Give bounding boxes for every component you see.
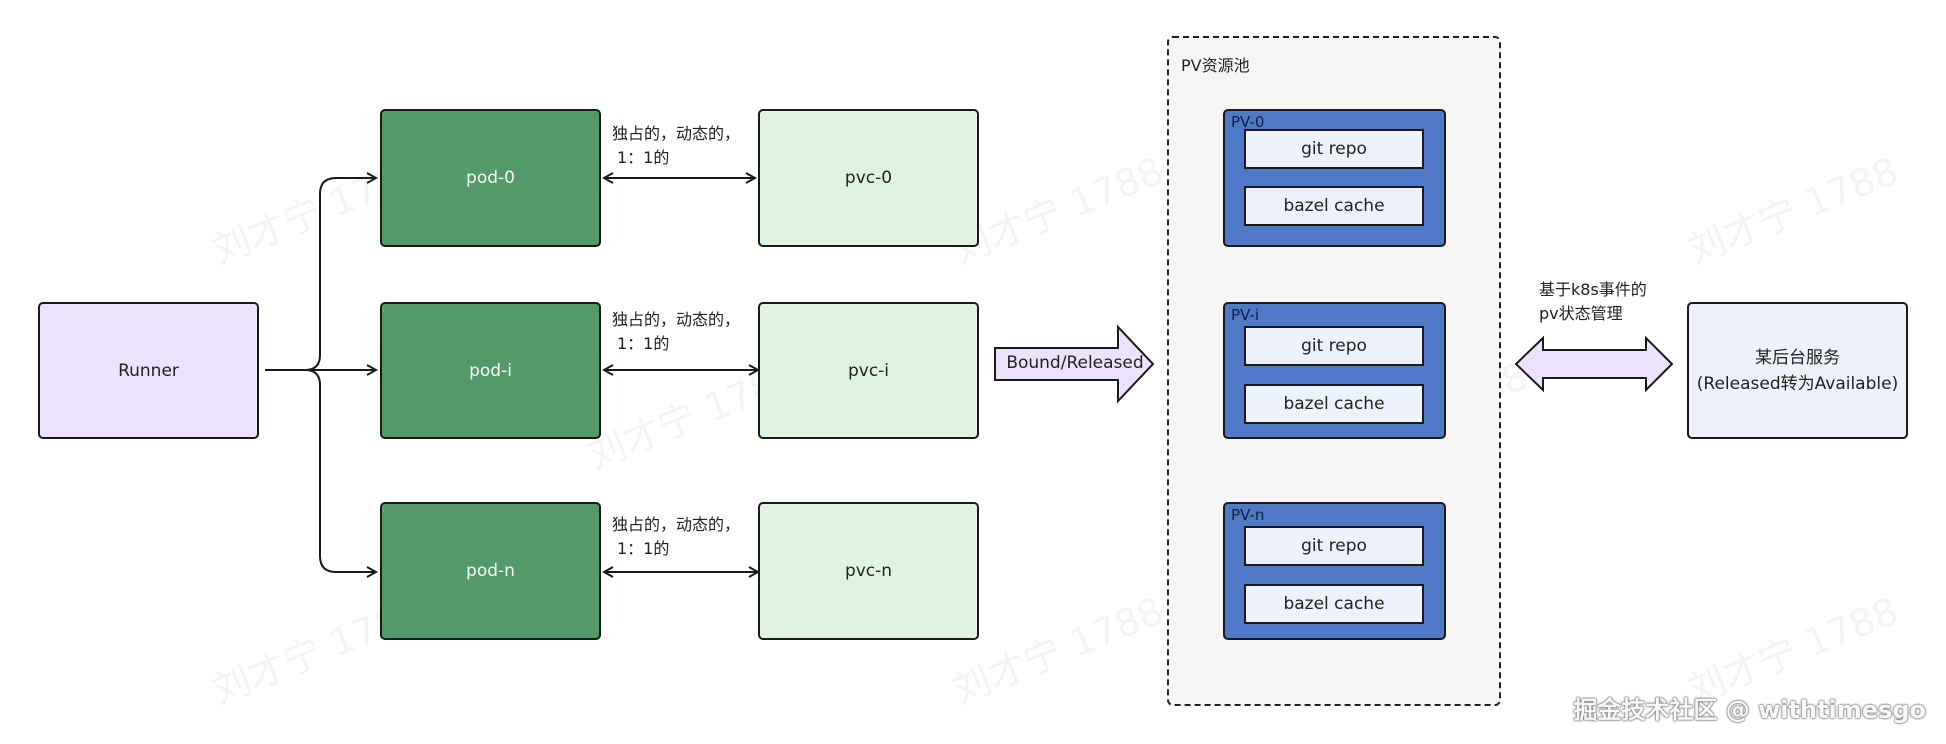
pod-label: pod-n	[466, 561, 515, 581]
pvc-box: pvc-n	[758, 502, 979, 640]
backend-service-box: 某后台服务 (Released转为Available)	[1687, 302, 1908, 439]
relation-line-2: 1：1的	[617, 334, 670, 353]
relation-label: 独占的，动态的， 1：1的	[612, 513, 740, 561]
pvc-label: pvc-0	[844, 168, 893, 188]
pvc-box: pvc-i	[758, 302, 979, 439]
pv-label: PV-n	[1231, 506, 1265, 524]
relation-line-2: 1：1的	[617, 539, 670, 558]
pv-label: PV-i	[1231, 306, 1260, 324]
service-description: (Released转为Available)	[1696, 373, 1899, 394]
pod-label: pod-0	[466, 168, 515, 188]
pvc-label: pvc-n	[844, 561, 893, 581]
pv-box: PV-i git repo bazel cache	[1223, 302, 1446, 439]
bazel-cache-item: bazel cache	[1244, 186, 1424, 226]
pvc-box: pvc-0	[758, 109, 979, 247]
event-label-line-2: pv状态管理	[1539, 304, 1623, 323]
bazel-cache-item: bazel cache	[1244, 584, 1424, 624]
bound-released-arrow	[994, 324, 1155, 404]
runner-to-pod-n-connector	[265, 369, 376, 572]
event-label-line-1: 基于k8s事件的	[1539, 280, 1647, 299]
pv-box: PV-n git repo bazel cache	[1223, 502, 1446, 640]
bound-released-label: Bound/Released	[1006, 353, 1143, 373]
pod-label: pod-i	[469, 360, 512, 381]
event-management-arrow	[1514, 335, 1674, 393]
relation-label: 独占的，动态的， 1：1的	[612, 122, 740, 170]
git-repo-item: git repo	[1244, 129, 1424, 169]
pv-label: PV-0	[1231, 113, 1265, 131]
relation-line-1: 独占的，动态的，	[612, 515, 741, 534]
pod-box: pod-i	[380, 302, 601, 439]
git-repo-item: git repo	[1244, 526, 1424, 566]
event-management-label: 基于k8s事件的 pv状态管理	[1539, 278, 1647, 326]
runner-to-pod-0-connector	[265, 178, 376, 371]
relation-line-1: 独占的，动态的，	[612, 124, 741, 143]
runner-label: Runner	[118, 360, 179, 381]
relation-line-2: 1：1的	[617, 148, 670, 167]
pv-pool-title: PV资源池	[1181, 56, 1250, 75]
site-credit: 掘金技术社区 @ withtimesgo	[1573, 696, 1926, 724]
runner-box: Runner	[38, 302, 259, 439]
git-repo-item: git repo	[1244, 326, 1424, 366]
service-name: 某后台服务	[1755, 347, 1840, 368]
pv-box: PV-0 git repo bazel cache	[1223, 109, 1446, 247]
pod-box: pod-n	[380, 502, 601, 640]
relation-line-1: 独占的，动态的，	[612, 310, 741, 329]
bazel-cache-item: bazel cache	[1244, 384, 1424, 424]
relation-label: 独占的，动态的， 1：1的	[612, 308, 740, 356]
pod-box: pod-0	[380, 109, 601, 247]
pvc-label: pvc-i	[847, 360, 890, 381]
